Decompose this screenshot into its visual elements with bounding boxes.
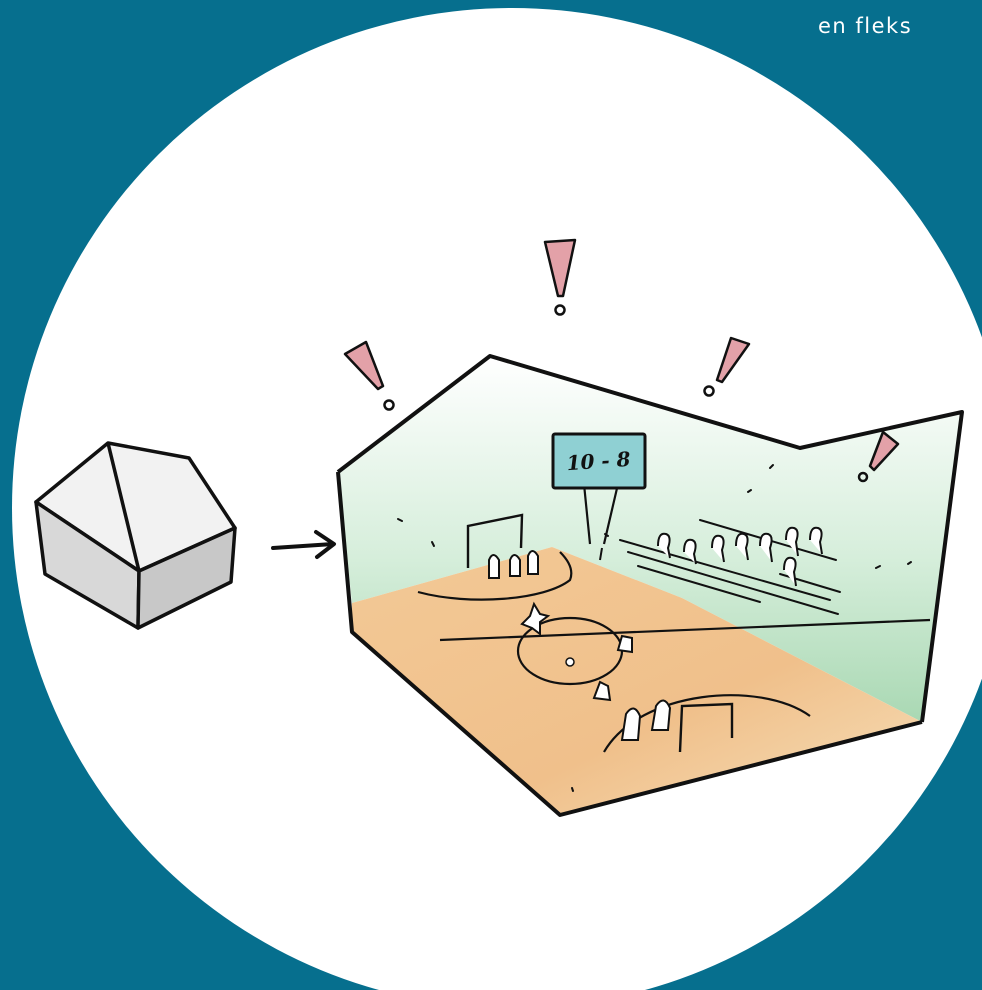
ball: [566, 658, 574, 666]
scoreboard-score: 10 - 8: [566, 447, 632, 475]
